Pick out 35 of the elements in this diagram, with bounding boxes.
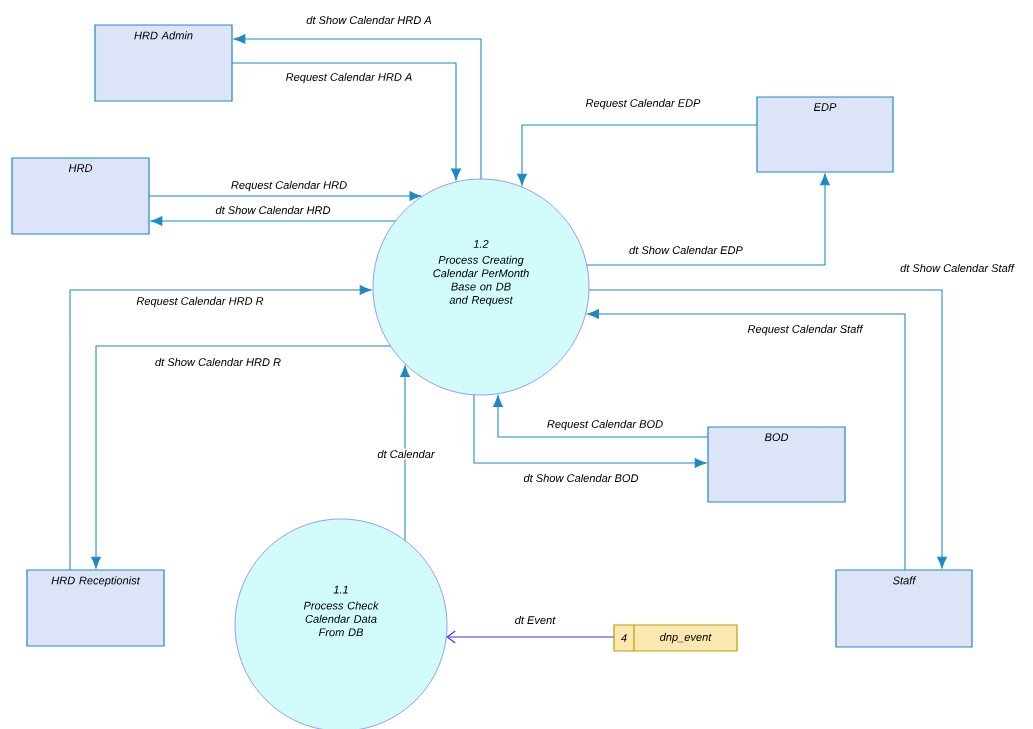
data-flow-arrow xyxy=(473,394,707,468)
edge-label: dt Show Calendar BOD xyxy=(522,472,640,484)
data-flow-arrow xyxy=(91,345,392,569)
data-flow-arrow xyxy=(148,191,422,201)
data-flow-arrow xyxy=(493,395,709,438)
edge-label: dt Event xyxy=(513,614,557,626)
data-flow-arrow xyxy=(588,289,947,569)
data-flow-arrow xyxy=(586,173,830,266)
entity-box: HRD Admin xyxy=(94,24,233,102)
edge-label: Request Calendar HRD A xyxy=(284,71,414,85)
data-flow-arrow xyxy=(233,34,482,180)
entity-box: EDP xyxy=(756,96,894,173)
entity-box: BOD xyxy=(707,426,846,503)
edge-label: dt Show Calendar HRD R xyxy=(153,356,283,368)
entity-box: Staff xyxy=(835,569,973,648)
data-flow-arrow xyxy=(150,216,397,226)
data-flow-arrow xyxy=(517,124,758,186)
data-flow-arrow xyxy=(446,630,615,644)
edge-label: Request Calendar HRD xyxy=(229,179,349,193)
edge-label: dt Show Calendar HRD xyxy=(214,204,332,216)
data-store: 4 dnp_event xyxy=(613,624,738,652)
data-flow-arrow xyxy=(231,62,461,181)
entity-box: HRD Receptionist xyxy=(26,569,165,647)
entity-box: HRD xyxy=(11,157,150,235)
edge-label: dt Show Calendar Staff xyxy=(898,262,1016,274)
edge-label: Request Calendar EDP xyxy=(584,97,702,111)
data-flow-arrow xyxy=(69,285,372,571)
edge-label: Request Calendar Staff xyxy=(746,323,864,337)
edge-label: Request Calendar HRD R xyxy=(135,295,265,309)
edge-label: dt Show Calendar HRD A xyxy=(304,14,434,26)
data-flow-arrow xyxy=(587,309,906,571)
edge-label: Request Calendar BOD xyxy=(545,418,665,432)
edge-label: dt Calendar xyxy=(376,448,436,460)
edge-label: dt Show Calendar EDP xyxy=(627,244,745,256)
data-flow-arrow xyxy=(400,365,410,542)
